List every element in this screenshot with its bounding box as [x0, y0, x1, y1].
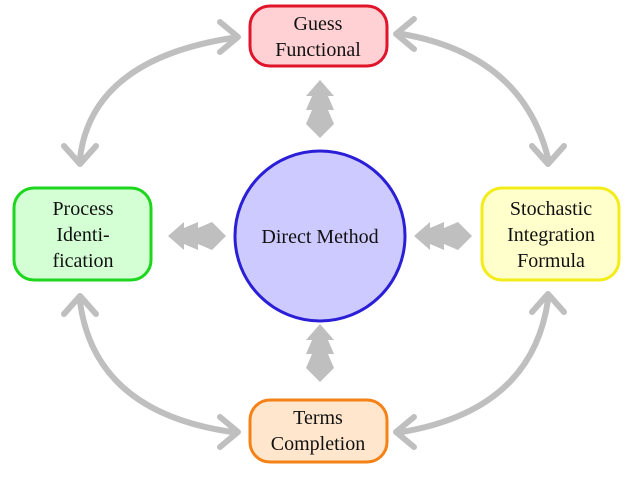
- node-box: [480, 186, 621, 282]
- node-label-line: Identi-: [56, 224, 109, 246]
- node-guess-functional: Guess Functional: [248, 4, 389, 68]
- node-label-line: Process: [52, 198, 113, 220]
- arrow-bottom-left: [61, 293, 241, 450]
- node-terms-completion: Terms Completion: [248, 398, 389, 464]
- node-box: [248, 4, 389, 68]
- center-node: Direct Method: [233, 149, 407, 323]
- center-circle: [233, 149, 407, 323]
- arrow-top-right: [393, 16, 567, 167]
- node-process-identification: Process Identi- fication: [12, 186, 153, 282]
- node-box: [12, 186, 153, 282]
- node-label-line: fication: [52, 250, 113, 272]
- center-label: Direct Method: [261, 226, 378, 248]
- node-label-line: Stochastic: [510, 198, 592, 220]
- node-label-line: Formula: [517, 250, 585, 272]
- cycle-arrows: [61, 16, 567, 450]
- connector-right: [414, 222, 472, 250]
- node-label-line: Integration: [507, 224, 595, 246]
- node-label-line: Terms: [293, 407, 343, 429]
- node-label-line: Functional: [275, 39, 361, 61]
- arrow-top-left: [61, 19, 241, 167]
- arrow-bottom-right: [393, 291, 567, 450]
- connector-top: [306, 80, 334, 138]
- center-connectors: [168, 80, 472, 382]
- node-label-line: Guess: [294, 13, 343, 35]
- connector-bottom: [306, 324, 334, 382]
- node-label-line: Completion: [271, 433, 365, 455]
- node-box: [248, 398, 389, 464]
- connector-left: [168, 222, 226, 250]
- node-stochastic-integration-formula: Stochastic Integration Formula: [480, 186, 621, 282]
